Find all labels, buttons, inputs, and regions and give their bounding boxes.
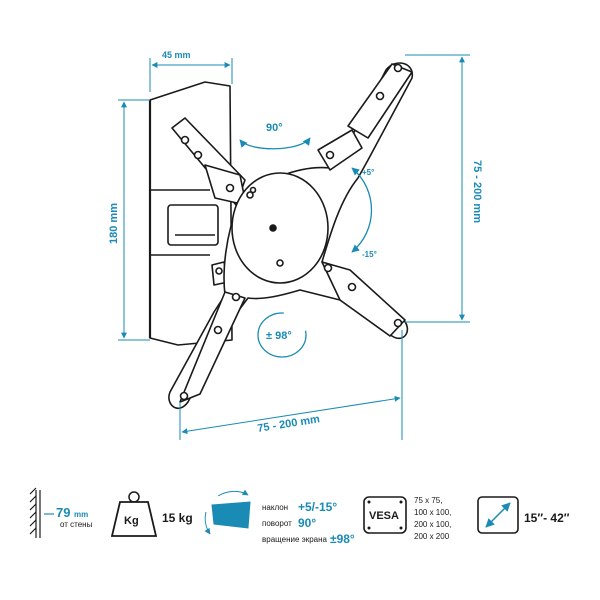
depth-dim-label: 45 mm	[162, 50, 191, 60]
weight-icon-text: Kg	[124, 515, 139, 527]
swivel-spec-label: поворот	[262, 519, 292, 528]
weight-icon: Kg	[110, 491, 158, 537]
vesa-horizontal-dim-label: 75 - 200 mm	[257, 413, 321, 435]
spec-wall-distance: 79 mm от стены	[29, 487, 93, 538]
vesa-badge-text: VESA	[369, 510, 399, 522]
wall-distance-value: 79	[56, 505, 70, 520]
rotation-label: ± 98°	[266, 330, 292, 342]
load-value: 15 kg	[162, 511, 193, 525]
swivel-label: 90°	[266, 122, 283, 134]
center-disc	[231, 172, 329, 284]
tilt-value: +5/-15°	[298, 500, 337, 514]
vesa-size-1: 75 x 75,	[414, 496, 442, 505]
wall-distance-unit: mm	[74, 510, 88, 519]
screen-size-value: 15″- 42″	[524, 511, 570, 525]
spec-row: 79 mm от стены Kg 15 kg наклон +5/-15° п…	[29, 487, 570, 546]
tilt-label: наклон	[262, 503, 288, 512]
wall-distance-icon	[29, 487, 54, 538]
spec-load: Kg 15 kg	[110, 491, 193, 537]
vesa-badge	[363, 496, 407, 534]
vesa-vertical-dim-label: 75 - 200 mm	[471, 160, 483, 223]
wall-distance-caption: от стены	[60, 520, 93, 529]
rotate-spec-label: вращение экрана	[262, 535, 328, 544]
mount-illustration	[148, 62, 413, 409]
tilt-down-label: -15°	[362, 250, 377, 259]
vesa-size-2: 100 x 100,	[414, 508, 451, 517]
spec-vesa: VESA 75 x 75, 100 x 100, 200 x 100, 200 …	[363, 496, 451, 541]
height-dim-label: 180 mm	[108, 203, 120, 244]
spec-screen-size: 15″- 42″	[477, 496, 570, 534]
vesa-size-4: 200 x 200	[414, 532, 450, 541]
swivel-spec-value: 90°	[298, 516, 316, 530]
vesa-size-3: 200 x 100,	[414, 520, 451, 529]
tilt-up-label: +5°	[362, 168, 374, 177]
rotate-spec-value: ±98°	[330, 532, 355, 546]
spec-motion: наклон +5/-15° поворот 90° вращение экра…	[204, 489, 355, 546]
tv-tilt-icon	[204, 489, 251, 535]
